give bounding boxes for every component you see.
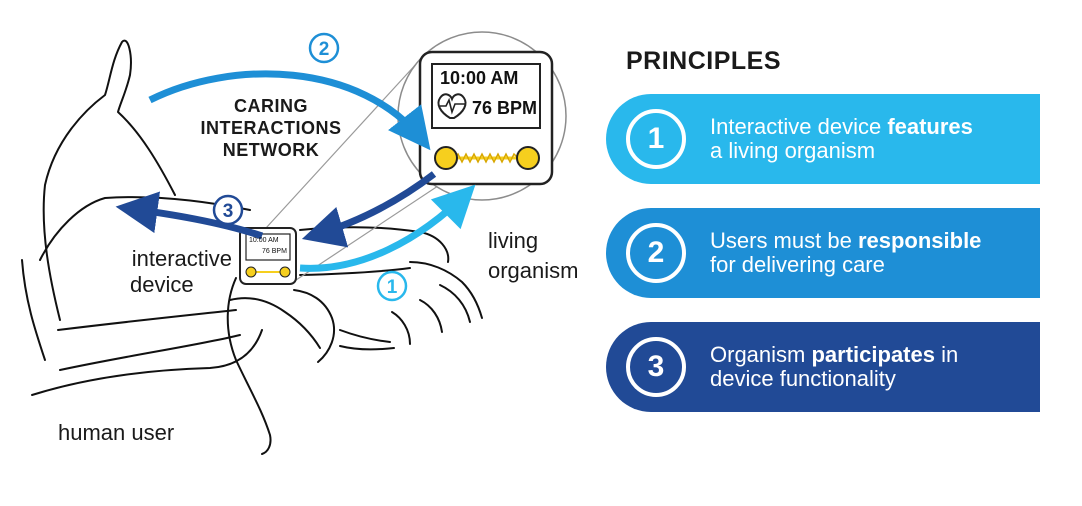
network-title-line: CARING: [234, 96, 308, 116]
arrow-number-2: 2: [319, 39, 330, 60]
device-time: 10:00 AM: [440, 68, 519, 88]
organism-small: [245, 266, 291, 278]
principle-text: Interactive device features a living org…: [710, 114, 973, 163]
device-small-screen: [245, 233, 291, 261]
network-title-line: INTERACTIONS: [200, 118, 342, 138]
device-bpm: 76 BPM: [472, 98, 538, 118]
principle-3: 3 Organism participates in device functi…: [606, 322, 1040, 412]
human-user-label: human user: [58, 420, 175, 445]
arrow-3: [115, 191, 264, 240]
arrow-number-3: 3: [223, 201, 234, 222]
arrow-2b: [301, 171, 437, 248]
label-line: living: [488, 228, 539, 253]
arrow-1: [299, 184, 476, 272]
arrow-number-3-circle: [212, 194, 244, 226]
principle-number: 1: [626, 109, 686, 169]
principle-1: 1 Interactive device features a living o…: [606, 94, 1040, 184]
principle-number: 3: [626, 337, 686, 397]
arrow-number-1-circle: [376, 270, 408, 302]
small-device-time: 10:00 AM: [249, 237, 279, 244]
living-organism-label: living organism: [488, 228, 578, 284]
principle-number: 2: [626, 223, 686, 283]
principle-2: 2 Users must be responsible for deliveri…: [606, 208, 1040, 298]
heart-icon: [437, 93, 467, 119]
label-line: organism: [488, 258, 579, 283]
label-line: device: [130, 272, 194, 297]
label-line: interactive: [131, 246, 232, 271]
arrow-number-2-circle: [308, 32, 340, 64]
principle-text: Users must be responsible for delivering…: [710, 228, 982, 277]
network-title: CARING INTERACTIONS NETWORK: [186, 95, 356, 161]
interactive-device-label: interactive device: [108, 246, 232, 298]
human-hand-sketch: [21, 39, 483, 455]
network-title-line: NETWORK: [222, 140, 320, 160]
caring-network-diagram: 2 3 1: [21, 31, 567, 455]
principle-text: Organism participates in device function…: [710, 342, 959, 391]
arrow-2: [148, 70, 431, 151]
small-device-bpm: 76 BPM: [262, 248, 287, 255]
arrow-number-1: 1: [387, 277, 398, 298]
organism-large: [434, 146, 540, 170]
principles-heading: PRINCIPLES: [626, 47, 782, 75]
